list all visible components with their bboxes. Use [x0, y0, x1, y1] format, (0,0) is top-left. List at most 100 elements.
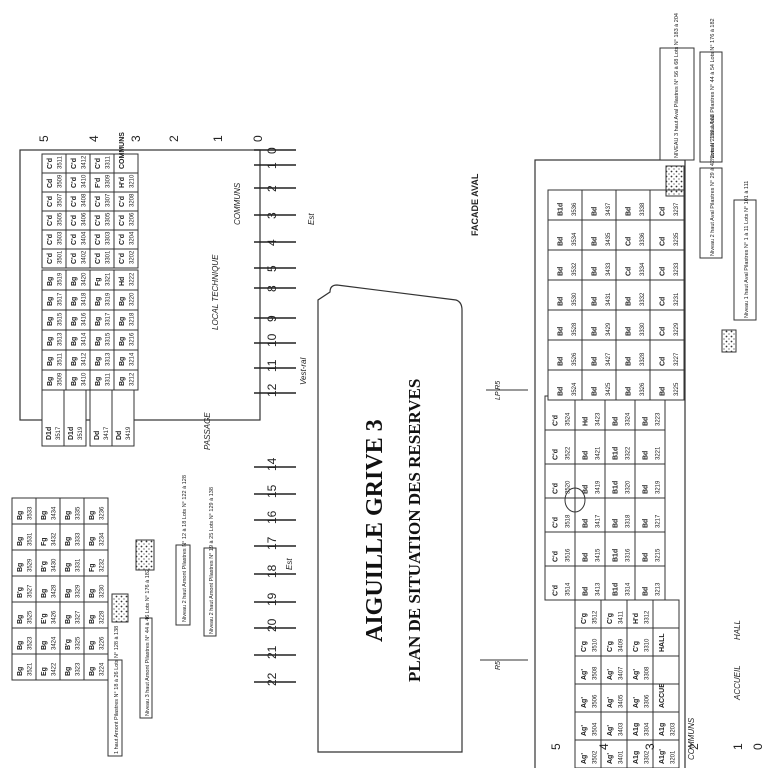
bottom-mid-cell-number: 3314 — [626, 582, 632, 596]
bottom-right-cell-label: Bd — [557, 387, 564, 396]
top-left-cell-number: 3501 — [58, 250, 64, 264]
top-left-cell-number: 3210 — [130, 174, 136, 188]
top-right-cell-label: Bg — [89, 511, 96, 520]
bottom-right-cell-label: Bd — [557, 267, 564, 276]
top-mid-cell-label: Bg — [71, 357, 78, 366]
top-mid-cell-label: Bg — [47, 357, 54, 366]
top-left-cell-label: F'd — [95, 178, 102, 188]
bottom-left-cell-label: C'g — [581, 613, 588, 624]
bottom-mid-cell-label: Bd — [583, 519, 590, 528]
top-left-cell-number: 3208 — [130, 193, 136, 207]
bottom-right-cell-number: 3532 — [572, 262, 578, 276]
scale-number: 14 — [265, 457, 279, 471]
top-right-cell-label: Bg — [41, 641, 48, 650]
reserve-circle-marker — [564, 487, 586, 513]
bottom-left-cell — [652, 599, 680, 629]
bottom-mid-cell-label: B1d — [613, 583, 620, 596]
sub-title: PLAN DE SITUATION DES RESERVES — [405, 379, 424, 682]
bottom-left-cell-number: 3504 — [592, 722, 598, 736]
bottom-right-cell-number: 3229 — [674, 322, 680, 336]
bottom-mid-cell-label: Bd — [643, 553, 650, 562]
scale-number: 20 — [265, 618, 279, 632]
bottom-mid-cell-label: Bd — [583, 553, 590, 562]
bottom-left-cell-number: 3312 — [644, 610, 650, 624]
bottom-left-cell: A1g'3201 — [652, 739, 680, 768]
bottom-mid-cell-number: 3522 — [566, 446, 572, 460]
top-mid-cell-label: Bg — [71, 317, 78, 326]
bottom-mid-cell-number: 3219 — [656, 480, 662, 494]
est-label-1: Est — [307, 213, 316, 225]
svg-text:R5: R5 — [495, 661, 502, 670]
bottom-mid-cell-label: C'd — [553, 449, 560, 460]
bottom-mid-cell-number: 3320 — [626, 480, 632, 494]
bottom-left-cell: Ag'3407 — [600, 655, 628, 685]
top-right-cell-number: 3323 — [76, 662, 82, 676]
bottom-mid-cell-number: 3419 — [596, 480, 602, 494]
bottom-left-cell-label: Ag' — [607, 669, 614, 680]
top-left-cell-label: C'd — [47, 158, 54, 169]
bottom-mid-cell-label: Bd — [583, 451, 590, 460]
bottom-right-cell-label: Bd — [591, 297, 598, 306]
scale-number: 1 — [265, 162, 279, 169]
bottom-left-cell-number: 3308 — [644, 666, 650, 680]
note-box-8 — [733, 199, 757, 321]
bottom-left-cell-label: C'g — [607, 641, 614, 652]
bottom-right-cell-number: 3437 — [606, 202, 612, 216]
top-mid-cell-label: Bg — [95, 317, 102, 326]
note-4: 1 haut Amont Pilastres N° 18 à 26 Lots N… — [114, 626, 120, 754]
bottom-right-cell-number: 3334 — [640, 262, 646, 276]
top-mid-cell-label: Bg — [119, 337, 126, 346]
top-mid-cell-number: 3416 — [82, 312, 88, 326]
bottom-right-cell-number: 3231 — [674, 292, 680, 306]
bottom-right-cell-label: Cd — [659, 207, 666, 216]
bottom-mid-cell-number: 3217 — [656, 514, 662, 528]
top-left-cell: COMMUNS — [113, 132, 139, 174]
top-right-cell-label: Fg — [41, 537, 48, 546]
bottom-left-cell-label: C'g — [633, 641, 640, 652]
top-right-cell-label: Bg — [89, 667, 96, 676]
hall-label: HALL — [733, 620, 742, 640]
bottom-right-cell-label: Bd — [557, 327, 564, 336]
top-left-cell-label: C'd — [71, 215, 78, 226]
bottom-mid-cell: B1d 3314 — [604, 565, 636, 601]
scale-number: 8 — [265, 285, 279, 292]
level-mark: 5 — [549, 743, 563, 750]
bottom-left-cell-number: 3201 — [670, 750, 676, 764]
top-right-cell-number: 3529 — [28, 558, 34, 572]
bottom-left-cell: Ag'3506 — [574, 683, 602, 713]
bottom-right-cell-number: 3237 — [674, 202, 680, 216]
bottom-left-cell-label: Ag' — [607, 725, 614, 736]
top-mid-cell-number: 3216 — [130, 332, 136, 346]
scale-number: 15 — [265, 484, 279, 498]
top-mid-cell-number: 3511 — [58, 352, 64, 366]
reserve-hatch-bottom-1 — [665, 165, 685, 197]
bottom-mid-cell-label: C'd — [553, 483, 560, 494]
top-left-cell-number: 3301 — [106, 250, 112, 264]
level-mark: 4 — [87, 135, 101, 142]
bottom-right-cell-label: Bd — [625, 207, 632, 216]
top-right-cell-number: 3228 — [100, 610, 106, 624]
bottom-left-cell: Ag'3405 — [600, 683, 628, 713]
